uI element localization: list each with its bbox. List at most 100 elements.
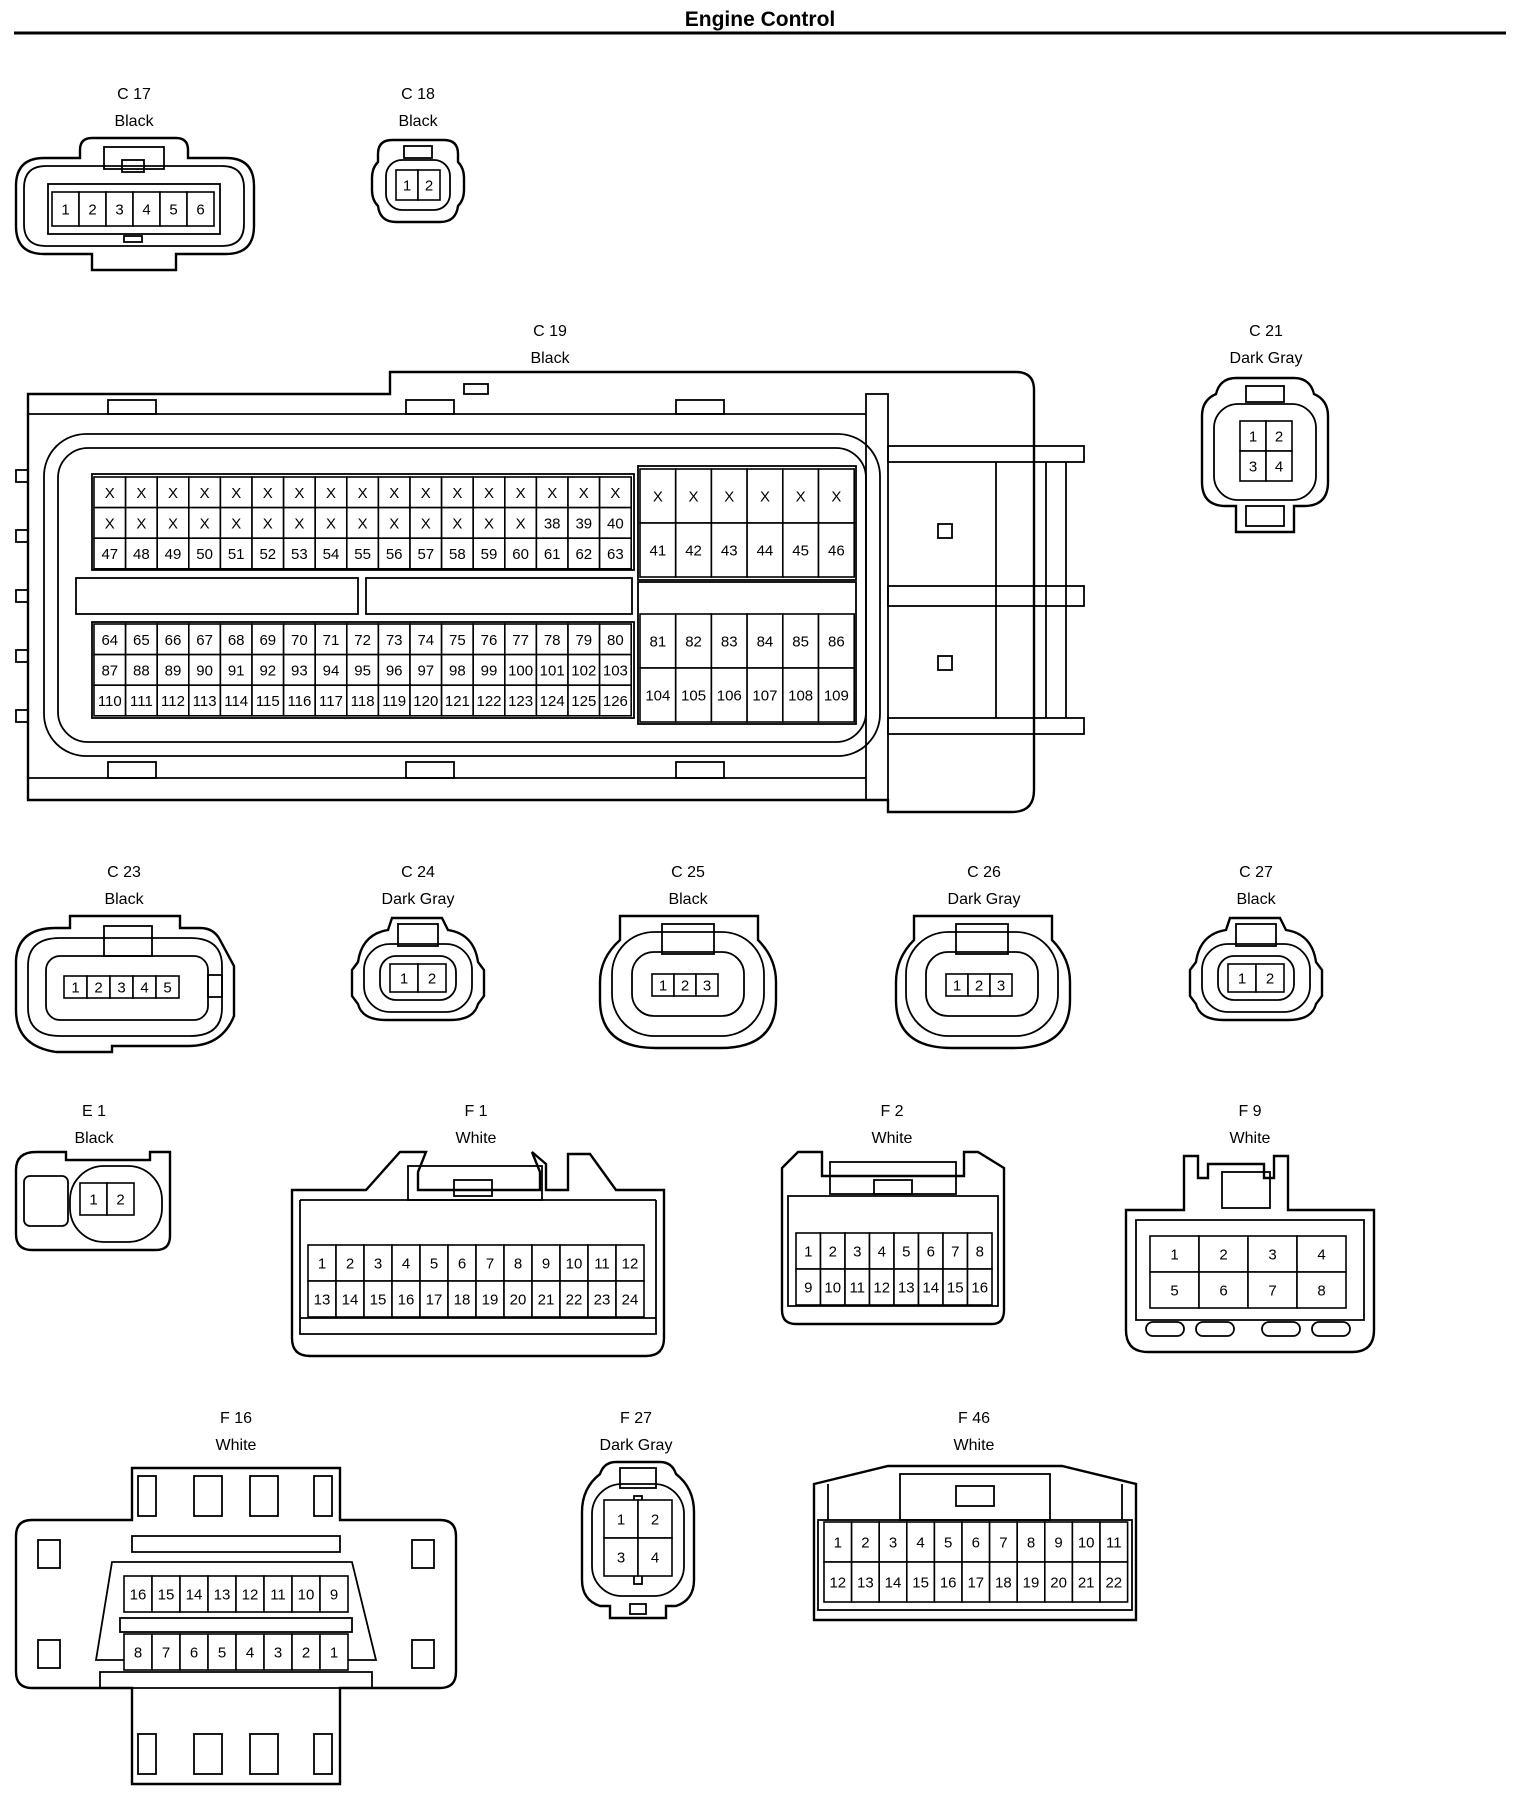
pin-number: 50	[196, 546, 213, 563]
pin-number: 2	[116, 1192, 124, 1209]
housing-outline	[290, 1150, 666, 1358]
lock-latch	[829, 1161, 957, 1195]
pin-number: X	[389, 485, 399, 502]
connector-id: C 21	[1249, 323, 1283, 340]
pin-cell	[409, 537, 443, 570]
pin-number: 18	[454, 1292, 471, 1309]
pin-cell	[989, 973, 1013, 997]
pin-number: 8	[514, 1256, 522, 1273]
lock-window	[193, 1733, 223, 1775]
pin-cell	[988, 1561, 1018, 1603]
pin-block-frame	[637, 465, 857, 581]
pin-number: 7	[486, 1256, 494, 1273]
pin-number: 21	[1078, 1575, 1095, 1592]
housing-outline	[780, 1150, 1006, 1326]
pin-cell	[251, 653, 285, 686]
connector-id: F 9	[1238, 1103, 1261, 1120]
pin-cell	[263, 1633, 293, 1671]
pin-number: 20	[510, 1292, 527, 1309]
pin-number: 3	[703, 978, 711, 995]
pin-number: 3	[889, 1535, 897, 1552]
pin-number: 103	[603, 662, 628, 679]
pin-number: X	[452, 515, 462, 532]
pin-cell	[156, 476, 190, 509]
pin-number: 58	[449, 546, 466, 563]
housing-tab	[405, 399, 455, 415]
pin-number: 10	[566, 1256, 583, 1273]
pin-number: 7	[162, 1645, 170, 1662]
pin-cell	[314, 684, 348, 717]
housing-tab	[675, 761, 725, 779]
pin-number: 16	[130, 1587, 147, 1604]
pin-cell	[440, 537, 475, 570]
pin-number: 22	[566, 1292, 583, 1309]
pin-number: 92	[259, 662, 276, 679]
housing-notch	[15, 709, 29, 723]
housing-bump	[463, 383, 489, 395]
pin-number: 104	[645, 688, 670, 705]
housing-inner	[787, 1195, 999, 1307]
housing-outline	[1124, 1154, 1376, 1354]
housing-inner	[611, 931, 765, 1037]
pin-number: 4	[651, 1550, 659, 1567]
pin-number: X	[263, 485, 273, 502]
pin-number: X	[516, 515, 526, 532]
pin-number: 5	[163, 980, 171, 997]
pin-number: 8	[134, 1645, 142, 1662]
pin-number: X	[263, 515, 273, 532]
pin-number: X	[452, 485, 462, 502]
housing-outline	[812, 1464, 1138, 1622]
pin-number: X	[484, 485, 494, 502]
pin-cell	[531, 1244, 561, 1282]
pin-number: 13	[314, 1292, 331, 1309]
lock-window	[137, 1733, 157, 1775]
pin-cell	[1071, 1521, 1101, 1563]
pin-number: 125	[571, 693, 596, 710]
pin-number: 51	[228, 546, 245, 563]
housing-inner	[27, 937, 223, 1037]
housing-notch	[15, 529, 29, 543]
bottom-slot	[1195, 1321, 1235, 1337]
pin-cell	[823, 1561, 853, 1603]
pin-number: 23	[594, 1292, 611, 1309]
pin-number: 9	[804, 1280, 812, 1297]
pin-number: 90	[196, 662, 213, 679]
pin-number: 10	[824, 1280, 841, 1297]
lock-window	[137, 1475, 157, 1517]
lock-tab	[453, 1179, 493, 1197]
housing-inner	[23, 165, 245, 247]
pin-cell	[472, 476, 506, 509]
pin-number: 98	[449, 662, 466, 679]
pin-cell	[868, 1232, 895, 1270]
pin-number: 44	[757, 543, 774, 560]
pin-number: 126	[603, 693, 628, 710]
pin-cell	[151, 1575, 181, 1613]
key-bar	[119, 1617, 353, 1633]
pin-number: 11	[849, 1280, 865, 1297]
pin-number: 79	[575, 632, 592, 649]
pin-cell	[319, 1633, 349, 1671]
side-tab	[207, 974, 223, 998]
lock-latch	[619, 1467, 657, 1489]
pin-number: 3	[374, 1256, 382, 1273]
housing-tab	[107, 399, 157, 415]
pin-cell	[188, 623, 222, 656]
housing-rail	[131, 1535, 341, 1553]
pin-number: 64	[101, 632, 118, 649]
pin-number: 38	[544, 515, 561, 532]
pin-cell	[219, 537, 253, 570]
pin-number: 2	[975, 978, 983, 995]
pin-number: 83	[721, 634, 738, 651]
housing-outline	[370, 138, 466, 224]
pin-number: 112	[161, 693, 185, 710]
connector-id: C 19	[533, 323, 567, 340]
